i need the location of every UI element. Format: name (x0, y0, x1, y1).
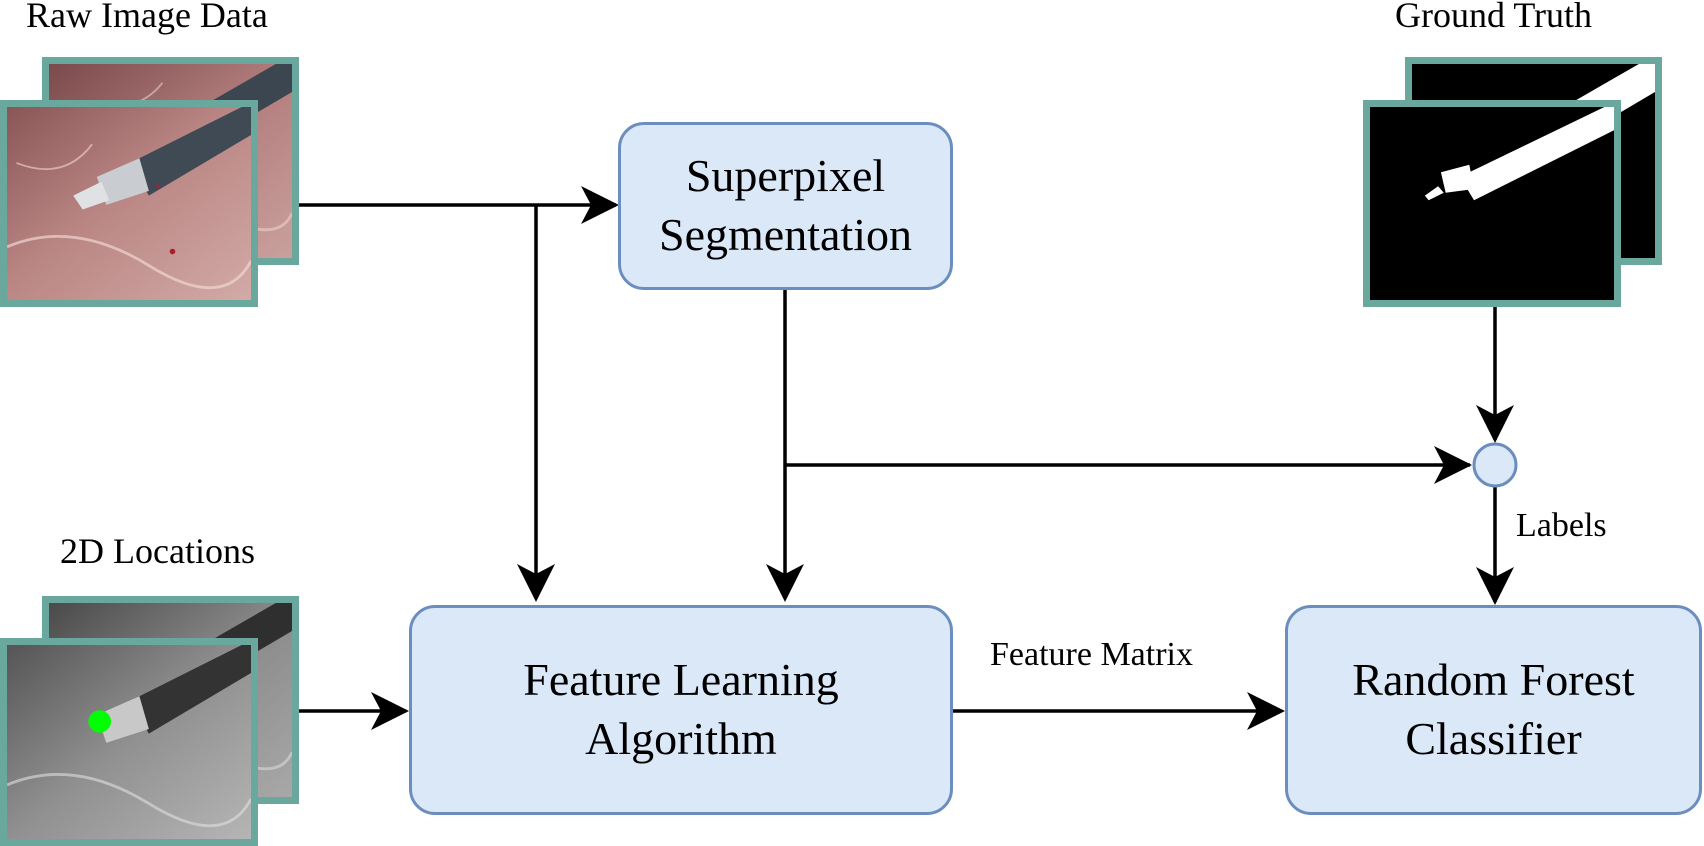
raw-image-front (0, 100, 258, 307)
raw-image-data-label: Raw Image Data (26, 0, 268, 35)
arrowhead-feature-input (371, 692, 409, 730)
feature-learning-line1: Feature Learning (523, 654, 839, 706)
arrowhead-feature-right (766, 564, 804, 602)
ground-truth-label: Ground Truth (1395, 0, 1593, 35)
arrowhead-classifier-top (1476, 567, 1514, 605)
arrowhead-feature-left (517, 564, 555, 602)
arrowhead-superpixel (581, 186, 619, 224)
superpixel-segmentation-node: Superpixel Segmentation (618, 122, 953, 290)
locations-image-front (0, 638, 258, 846)
random-forest-line2: Classifier (1405, 713, 1582, 764)
location-marker (88, 710, 112, 733)
arrowhead-merge-right (1434, 446, 1472, 484)
superpixel-line2: Segmentation (659, 209, 912, 260)
arrowhead-merge-top (1476, 405, 1514, 443)
feature-matrix-label: Feature Matrix (990, 636, 1193, 673)
random-forest-line1: Random Forest (1352, 654, 1635, 706)
ground-truth-front (1363, 100, 1621, 307)
feature-learning-line2: Algorithm (585, 713, 777, 764)
superpixel-line1: Superpixel (685, 150, 886, 202)
labels-label: Labels (1516, 507, 1607, 544)
locations-2d-label: 2D Locations (60, 531, 255, 571)
merge-node (1472, 442, 1518, 488)
arrowhead-classifier-input (1247, 692, 1285, 730)
feature-learning-node: Feature Learning Algorithm (409, 605, 953, 815)
random-forest-node: Random Forest Classifier (1285, 605, 1702, 815)
